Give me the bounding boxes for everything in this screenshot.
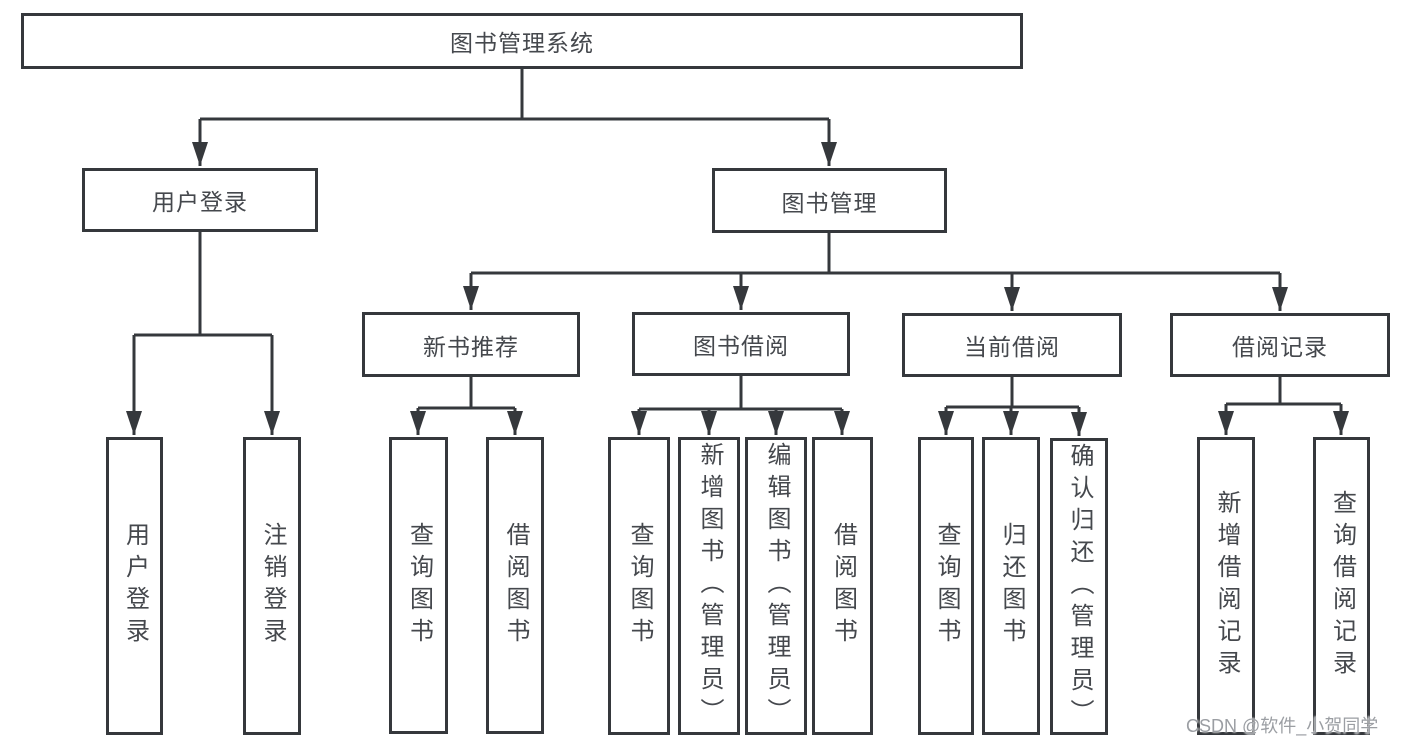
node-label: 确认归还（管理员） xyxy=(1066,442,1093,731)
node-label: 借阅记录 xyxy=(1232,334,1328,360)
leaf-confirm-return-admin: 确认归还（管理员） xyxy=(1050,438,1108,735)
node-label: 新书推荐 xyxy=(423,333,519,360)
node-label: 查询图书 xyxy=(626,522,653,650)
leaf-logout: 注销登录 xyxy=(243,437,301,735)
leaf-edit-books-admin: 编辑图书（管理员） xyxy=(745,437,807,735)
node-label: 用户登录 xyxy=(121,522,149,650)
node-book-management-system: 图书管理系统 xyxy=(21,13,1023,69)
node-label: 编辑图书（管理员） xyxy=(763,442,790,730)
node-label: 查询借阅记录 xyxy=(1328,490,1356,682)
node-label: 归还图书 xyxy=(998,522,1025,650)
leaf-query-borrow-record: 查询借阅记录 xyxy=(1313,437,1370,735)
node-label: 图书管理 xyxy=(781,189,878,216)
node-current-borrow: 当前借阅 xyxy=(902,313,1122,377)
csdn-watermark: CSDN @软件_小贺同学 xyxy=(1186,716,1379,736)
node-label: 用户登录 xyxy=(152,189,248,215)
leaf-borrow-books-recommend: 借阅图书 xyxy=(486,437,544,734)
node-new-book-recommend: 新书推荐 xyxy=(362,312,580,377)
node-book-borrow: 图书借阅 xyxy=(632,312,850,376)
node-label: 图书借阅 xyxy=(693,333,789,359)
leaf-add-books-admin: 新增图书（管理员） xyxy=(678,437,740,735)
node-label: 图书管理系统 xyxy=(450,30,594,56)
node-label: 借阅图书 xyxy=(829,522,857,650)
leaf-query-books-borrow: 查询图书 xyxy=(608,437,670,735)
leaf-query-books-recommend: 查询图书 xyxy=(389,437,448,734)
leaf-user-login: 用户登录 xyxy=(106,437,163,735)
node-label: 查询图书 xyxy=(405,521,433,650)
node-label: 查询图书 xyxy=(933,522,960,650)
node-borrow-records: 借阅记录 xyxy=(1170,313,1390,377)
leaf-add-borrow-record: 新增借阅记录 xyxy=(1197,437,1255,735)
node-label: 借阅图书 xyxy=(502,521,529,650)
node-book-management: 图书管理 xyxy=(712,168,947,233)
leaf-query-books-current: 查询图书 xyxy=(918,437,974,735)
node-label: 新增图书（管理员） xyxy=(696,442,723,730)
node-label: 当前借阅 xyxy=(964,334,1060,360)
node-user-login: 用户登录 xyxy=(82,168,318,232)
leaf-return-books: 归还图书 xyxy=(982,437,1040,735)
node-label: 新增借阅记录 xyxy=(1213,490,1240,682)
leaf-borrow-books: 借阅图书 xyxy=(812,437,873,735)
node-label: 注销登录 xyxy=(259,522,286,650)
